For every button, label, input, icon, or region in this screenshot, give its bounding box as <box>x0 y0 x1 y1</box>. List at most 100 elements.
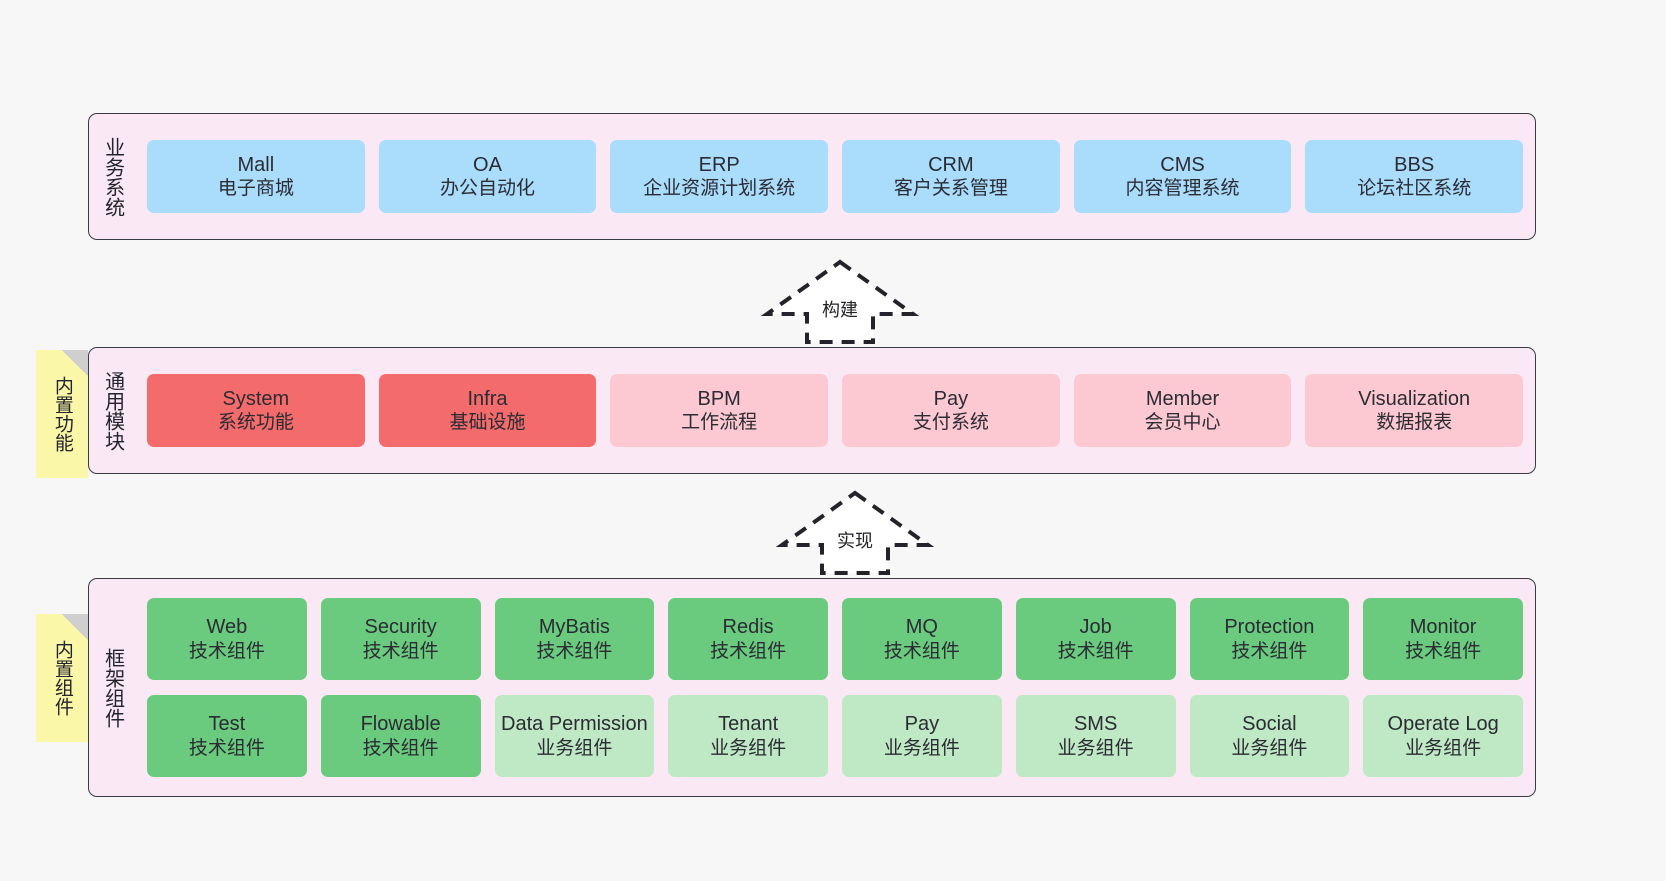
node-data-permission[interactable]: Data Permission 业务组件 <box>494 695 655 777</box>
node-sms[interactable]: SMS 业务组件 <box>1015 695 1176 777</box>
node-test-subtitle: 技术组件 <box>188 737 265 759</box>
node-cms-subtitle: 内容管理系统 <box>1125 178 1240 200</box>
layer-business-systems-title: 业务系统 <box>101 136 124 217</box>
node-tenant-title: Tenant <box>718 713 779 736</box>
node-bbs-title: BBS <box>1394 153 1435 176</box>
node-operate-log-subtitle: 业务组件 <box>1405 737 1482 759</box>
node-crm[interactable]: CRM 客户关系管理 <box>842 140 1060 213</box>
layer-common-modules-title: 通用模块 <box>101 370 124 451</box>
node-operate-log-title: Operate Log <box>1387 713 1499 736</box>
node-operate-log[interactable]: Operate Log 业务组件 <box>1363 695 1523 777</box>
node-pay-component[interactable]: Pay 业务组件 <box>842 695 1002 777</box>
layer-framework-components-row-tech: Web 技术组件 Security 技术组件 MyBatis 技术组件 Redi… <box>147 598 1523 680</box>
node-test-title: Test <box>208 713 246 736</box>
node-mq[interactable]: MQ 技术组件 <box>842 598 1002 680</box>
arrow-build-icon <box>760 259 920 344</box>
node-cms[interactable]: CMS 内容管理系统 <box>1073 140 1292 213</box>
layer-framework-components-title: 框架组件 <box>101 647 124 728</box>
node-social-subtitle: 业务组件 <box>1231 737 1308 759</box>
node-redis-title: Redis <box>722 616 774 639</box>
node-visualization[interactable]: Visualization 数据报表 <box>1305 374 1524 447</box>
layer-business-systems-body: Mall 电子商城 OA 办公自动化 ERP 企业资源计划系统 CRM 客户关系… <box>135 114 1535 239</box>
node-member[interactable]: Member 会员中心 <box>1073 374 1292 447</box>
node-crm-subtitle: 客户关系管理 <box>893 178 1008 200</box>
arrow-implement: 实现 <box>770 489 940 575</box>
node-job-title: Job <box>1079 616 1112 639</box>
node-protection-title: Protection <box>1224 616 1315 639</box>
node-flowable[interactable]: Flowable 技术组件 <box>320 695 481 777</box>
node-tenant[interactable]: Tenant 业务组件 <box>668 695 828 777</box>
node-flowable-subtitle: 技术组件 <box>362 737 439 759</box>
node-web[interactable]: Web 技术组件 <box>147 598 307 680</box>
node-bbs-subtitle: 论坛社区系统 <box>1357 178 1472 200</box>
node-job-subtitle: 技术组件 <box>1057 640 1134 662</box>
node-pay-module[interactable]: Pay 支付系统 <box>842 374 1060 447</box>
node-infra-title: Infra <box>467 387 508 410</box>
node-job[interactable]: Job 技术组件 <box>1015 598 1176 680</box>
node-mybatis-subtitle: 技术组件 <box>536 640 613 662</box>
node-sms-title: SMS <box>1073 713 1118 736</box>
note-fold-corner-icon <box>62 350 88 376</box>
node-test[interactable]: Test 技术组件 <box>147 695 307 777</box>
node-cms-title: CMS <box>1160 153 1205 176</box>
node-crm-title: CRM <box>928 153 974 176</box>
node-mybatis[interactable]: MyBatis 技术组件 <box>494 598 655 680</box>
node-data-permission-title: Data Permission <box>501 713 648 736</box>
node-monitor[interactable]: Monitor 技术组件 <box>1363 598 1523 680</box>
node-system-subtitle: 系统功能 <box>217 412 294 434</box>
node-member-title: Member <box>1145 387 1220 410</box>
node-protection[interactable]: Protection 技术组件 <box>1189 598 1350 680</box>
node-pay-component-title: Pay <box>904 713 940 736</box>
node-social-title: Social <box>1242 713 1297 736</box>
node-member-subtitle: 会员中心 <box>1144 412 1221 434</box>
node-erp-subtitle: 企业资源计划系统 <box>643 178 796 200</box>
node-bpm[interactable]: BPM 工作流程 <box>610 374 829 447</box>
layer-common-modules-body: System 系统功能 Infra 基础设施 BPM 工作流程 Pay 支付系统… <box>135 348 1535 473</box>
node-monitor-title: Monitor <box>1409 616 1477 639</box>
node-mq-subtitle: 技术组件 <box>883 640 960 662</box>
node-data-permission-subtitle: 业务组件 <box>536 737 613 759</box>
note-fold-corner-icon <box>62 614 88 640</box>
node-infra[interactable]: Infra 基础设施 <box>378 374 597 447</box>
node-visualization-subtitle: 数据报表 <box>1376 412 1453 434</box>
node-social[interactable]: Social 业务组件 <box>1189 695 1350 777</box>
node-system[interactable]: System 系统功能 <box>147 374 365 447</box>
node-erp[interactable]: ERP 企业资源计划系统 <box>610 140 829 213</box>
arrow-build-label: 构建 <box>822 300 858 320</box>
node-bpm-title: BPM <box>697 387 741 410</box>
node-web-title: Web <box>206 616 248 639</box>
node-system-title: System <box>222 387 290 410</box>
node-monitor-subtitle: 技术组件 <box>1405 640 1482 662</box>
node-protection-subtitle: 技术组件 <box>1231 640 1308 662</box>
arrow-implement-icon <box>775 490 935 575</box>
node-pay-module-title: Pay <box>933 387 969 410</box>
note-builtin-components: 内置组件 <box>36 614 88 742</box>
node-oa-title: OA <box>473 153 502 176</box>
node-oa[interactable]: OA 办公自动化 <box>378 140 597 213</box>
layer-framework-components: 框架组件 Web 技术组件 Security 技术组件 MyBatis 技术组件… <box>88 578 1536 797</box>
node-mq-title: MQ <box>905 616 938 639</box>
layer-framework-components-body: Web 技术组件 Security 技术组件 MyBatis 技术组件 Redi… <box>135 579 1535 796</box>
layer-business-systems: 业务系统 Mall 电子商城 OA 办公自动化 ERP 企业资源计划系统 CRM… <box>88 113 1536 240</box>
node-pay-component-subtitle: 业务组件 <box>883 737 960 759</box>
node-security-title: Security <box>364 616 437 639</box>
layer-business-systems-row: Mall 电子商城 OA 办公自动化 ERP 企业资源计划系统 CRM 客户关系… <box>147 140 1524 213</box>
node-bpm-subtitle: 工作流程 <box>681 412 758 434</box>
node-redis[interactable]: Redis 技术组件 <box>668 598 828 680</box>
note-builtin-components-label: 内置组件 <box>51 640 73 716</box>
node-mall[interactable]: Mall 电子商城 <box>147 140 365 213</box>
node-security[interactable]: Security 技术组件 <box>320 598 481 680</box>
node-mybatis-title: MyBatis <box>538 616 610 639</box>
node-visualization-title: Visualization <box>1358 387 1471 410</box>
layer-common-modules: 通用模块 System 系统功能 Infra 基础设施 BPM 工作流程 Pay… <box>88 347 1536 474</box>
node-erp-title: ERP <box>698 153 740 176</box>
node-bbs[interactable]: BBS 论坛社区系统 <box>1305 140 1524 213</box>
note-builtin-features: 内置功能 <box>36 350 88 478</box>
node-mall-title: Mall <box>237 153 275 176</box>
node-oa-subtitle: 办公自动化 <box>440 178 536 200</box>
note-builtin-features-label: 内置功能 <box>51 376 73 452</box>
arrow-build: 构建 <box>755 258 925 344</box>
node-security-subtitle: 技术组件 <box>362 640 439 662</box>
node-infra-subtitle: 基础设施 <box>449 412 526 434</box>
